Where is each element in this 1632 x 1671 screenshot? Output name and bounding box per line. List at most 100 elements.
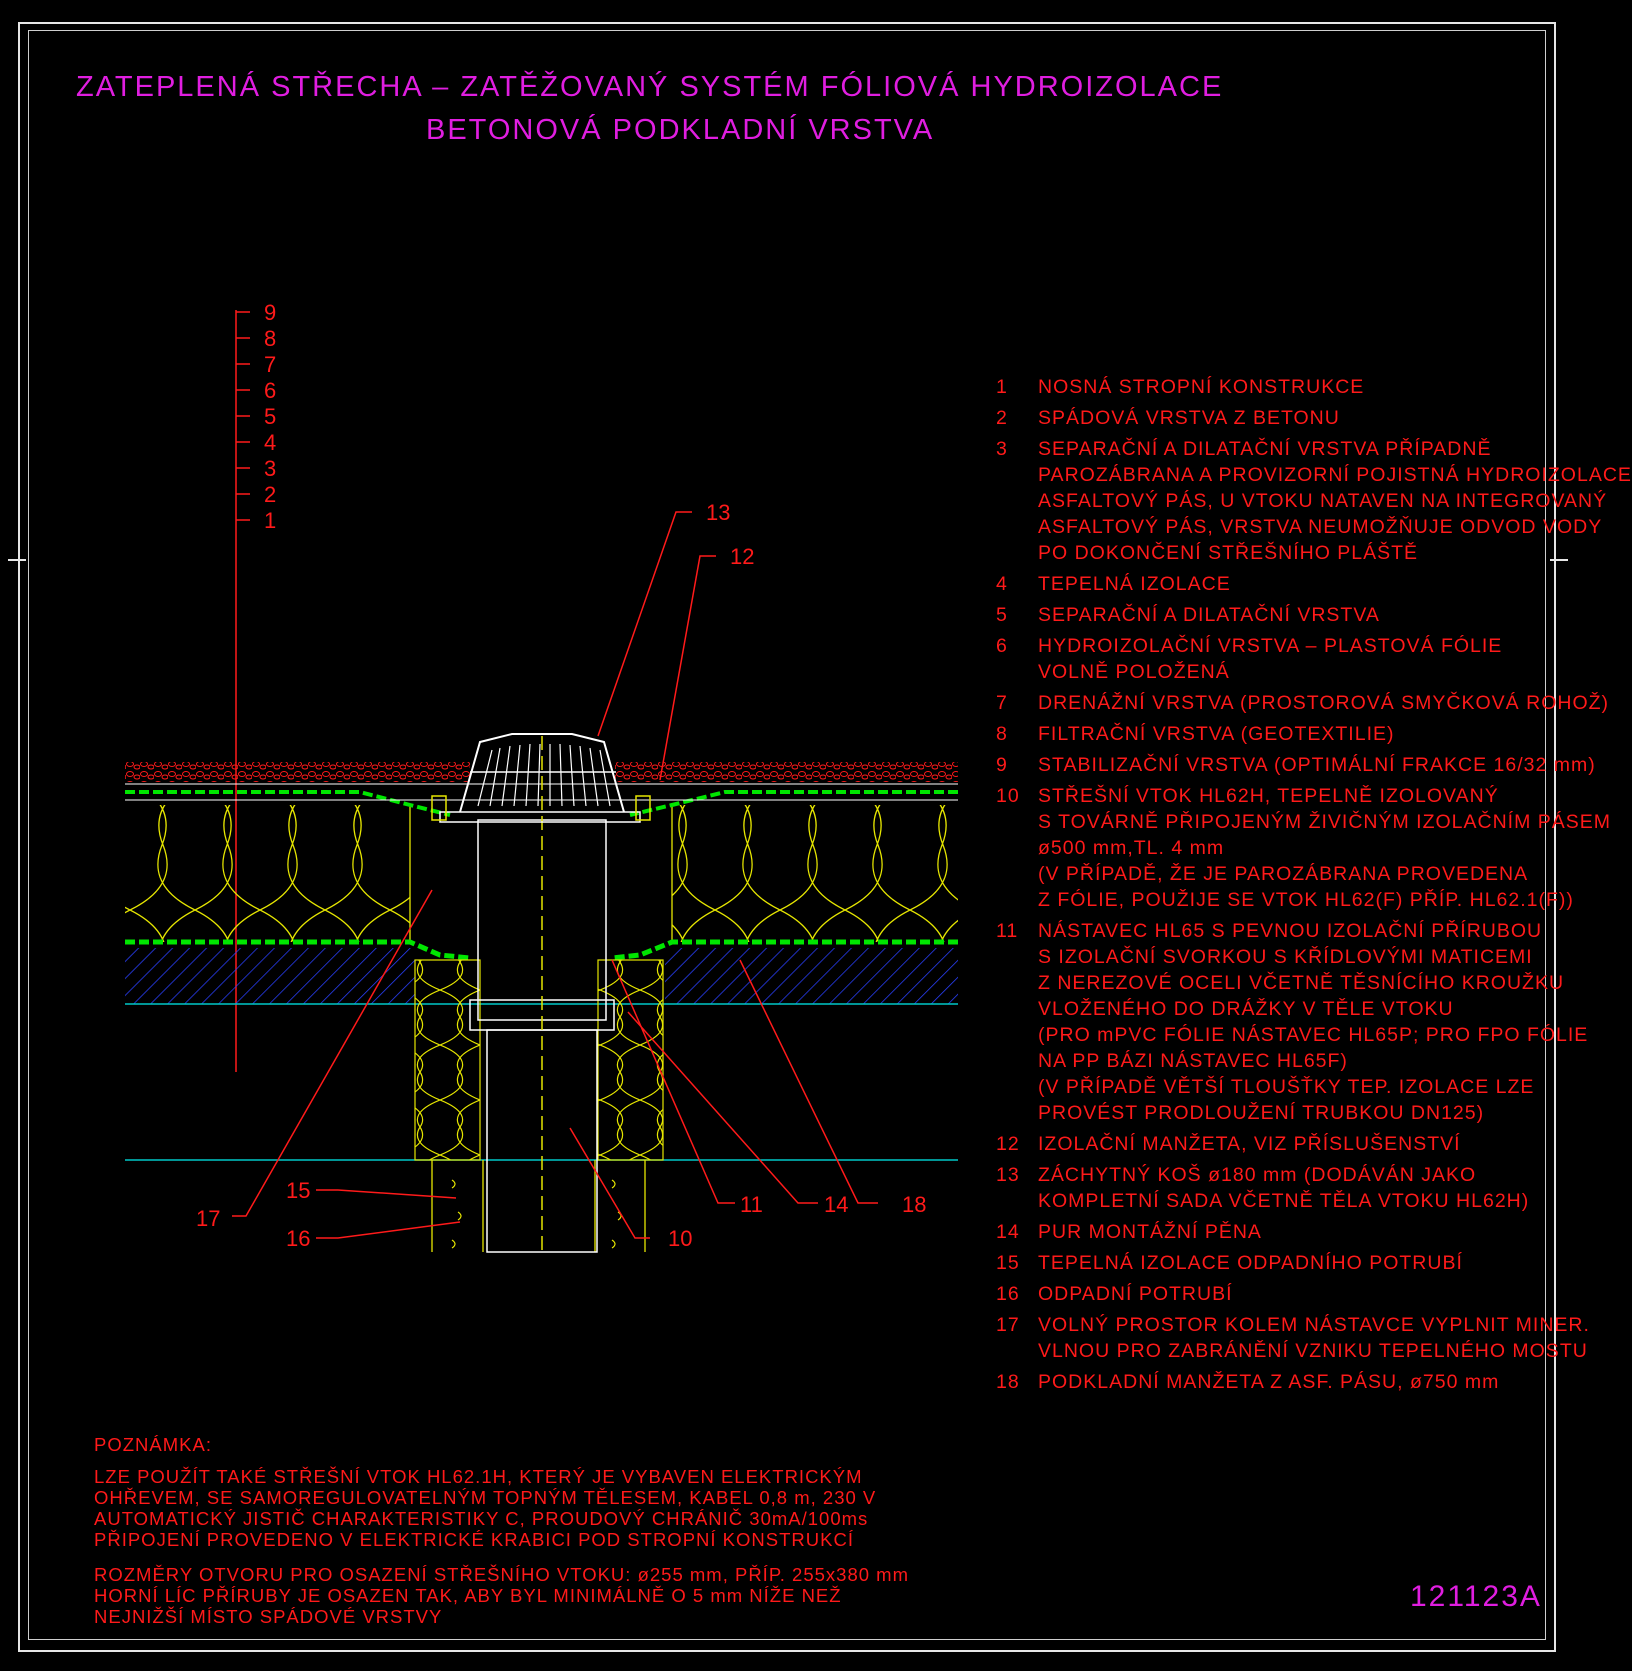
callout-16: 16 xyxy=(286,1226,310,1251)
wing-nut-left xyxy=(431,795,447,821)
frame-tick-right xyxy=(1550,559,1568,561)
legend-num: 14 xyxy=(996,1221,1020,1243)
insulation-right xyxy=(672,805,958,942)
legend-num: 2 xyxy=(996,407,1008,429)
legend-num: 8 xyxy=(996,723,1008,745)
layer-scale: 9 8 7 6 5 4 3 2 1 xyxy=(235,300,276,1072)
roof-drain xyxy=(431,733,651,1253)
legend-num: 4 xyxy=(996,573,1008,595)
legend-item: 6 HYDROIZOLAČNÍ VRSTVA – PLASTOVÁ FÓLIE V… xyxy=(996,633,1556,685)
legend-num: 13 xyxy=(996,1164,1020,1186)
legend-num: 3 xyxy=(996,438,1008,460)
legend-item: 16 ODPADNÍ POTRUBÍ xyxy=(996,1281,1556,1307)
callout-13: 13 xyxy=(706,500,730,525)
legend-item: 3 SEPARAČNÍ A DILATAČNÍ VRSTVA PŘÍPADNĚ P… xyxy=(996,436,1632,566)
legend-text: SEPARAČNÍ A DILATAČNÍ VRSTVA xyxy=(1038,604,1380,626)
legend-text: TEPELNÁ IZOLACE ODPADNÍHO POTRUBÍ xyxy=(1038,1252,1463,1274)
legend-text: NÁSTAVEC HL65 S PEVNOU IZOLAČNÍ PŘÍRUBOU… xyxy=(1038,920,1589,1124)
callout-10: 10 xyxy=(668,1226,692,1251)
concrete-hatch-right xyxy=(665,948,958,1004)
legend-text: IZOLAČNÍ MANŽETA, VIZ PŘÍSLUŠENSTVÍ xyxy=(1038,1133,1461,1155)
legend-text: DRENÁŽNÍ VRSTVA (PROSTOROVÁ SMYČKOVÁ ROH… xyxy=(1038,692,1610,714)
legend-text: PODKLADNÍ MANŽETA Z ASF. PÁSU, ø750 mm xyxy=(1038,1371,1500,1393)
legend-item: 15 TEPELNÁ IZOLACE ODPADNÍHO POTRUBÍ xyxy=(996,1250,1556,1276)
callout-14: 14 xyxy=(824,1192,848,1217)
legend-num: 10 xyxy=(996,785,1020,807)
legend: 1 NOSNÁ STROPNÍ KONSTRUKCE 2 SPÁDOVÁ VRSTV… xyxy=(996,374,1632,1400)
legend-num: 9 xyxy=(996,754,1008,776)
legend-item: 4 TEPELNÁ IZOLACE xyxy=(996,571,1556,597)
legend-num: 6 xyxy=(996,635,1008,657)
legend-num: 7 xyxy=(996,692,1008,714)
note-paragraph-2: ROZMĚRY OTVORU PRO OSAZENÍ STŘEŠNÍHO VTO… xyxy=(94,1564,909,1627)
insulation-left xyxy=(125,805,410,942)
legend-item: 12 IZOLAČNÍ MANŽETA, VIZ PŘÍSLUŠENSTVÍ xyxy=(996,1131,1556,1157)
title-line-2: BETONOVÁ PODKLADNÍ VRSTVA xyxy=(426,114,935,146)
note-heading: POZNÁMKA: xyxy=(94,1434,212,1455)
legend-num: 5 xyxy=(996,604,1008,626)
legend-num: 18 xyxy=(996,1371,1020,1393)
pipe-insulation xyxy=(414,959,664,1252)
legend-num: 12 xyxy=(996,1133,1020,1155)
title-line-1: ZATEPLENÁ STŘECHA – ZATĚŽOVANÝ SYSTÉM FÓ… xyxy=(76,71,1224,103)
layer-scale-ticks xyxy=(236,311,250,521)
layer-scale-label: 7 xyxy=(264,352,276,377)
layer-scale-label: 1 xyxy=(264,508,276,533)
legend-text: ZÁCHYTNÝ KOŠ ø180 mm (DODÁVÁN JAKO KOMPL… xyxy=(1038,1164,1530,1212)
layer-scale-label: 2 xyxy=(264,482,276,507)
legend-item: 5 SEPARAČNÍ A DILATAČNÍ VRSTVA xyxy=(996,602,1556,628)
legend-item: 1 NOSNÁ STROPNÍ KONSTRUKCE xyxy=(996,374,1556,400)
legend-item: 8 FILTRAČNÍ VRSTVA (GEOTEXTILIE) xyxy=(996,721,1556,747)
drawing-frame-outer xyxy=(18,22,1556,1652)
layer-scale-label: 8 xyxy=(264,326,276,351)
leader-lines xyxy=(232,511,878,1239)
legend-text: VOLNÝ PROSTOR KOLEM NÁSTAVCE VYPLNIT MIN… xyxy=(1038,1314,1590,1362)
thermal-insulation-layer xyxy=(125,805,958,942)
layer-scale-label: 4 xyxy=(264,430,276,455)
legend-item: 9 STABILIZAČNÍ VRSTVA (OPTIMÁLNÍ FRAKCE 1… xyxy=(996,752,1596,778)
legend-num: 15 xyxy=(996,1252,1020,1274)
concrete-hatch-left xyxy=(125,948,415,1004)
legend-item: 18 PODKLADNÍ MANŽETA Z ASF. PÁSU, ø750 mm xyxy=(996,1369,1556,1395)
callout-11: 11 xyxy=(740,1192,763,1217)
legend-text: SPÁDOVÁ VRSTVA Z BETONU xyxy=(1038,407,1340,429)
legend-item: 17 VOLNÝ PROSTOR KOLEM NÁSTAVCE VYPLNIT M… xyxy=(996,1312,1590,1364)
roof-drain-section-drawing: 9 8 7 6 5 4 3 2 1 xyxy=(125,300,958,1253)
callout-15: 15 xyxy=(286,1178,310,1203)
legend-text: SEPARAČNÍ A DILATAČNÍ VRSTVA PŘÍPADNĚ PA… xyxy=(1038,438,1632,564)
drawing-frame-inner xyxy=(28,30,1546,1640)
layer-scale-label: 9 xyxy=(264,300,276,325)
legend-text: STŘEŠNÍ VTOK HL62H, TEPELNĚ IZOLOVANÝ S … xyxy=(1038,785,1612,911)
legend-text: FILTRAČNÍ VRSTVA (GEOTEXTILIE) xyxy=(1038,723,1395,745)
frame-tick-left xyxy=(8,559,26,561)
legend-text: HYDROIZOLAČNÍ VRSTVA – PLASTOVÁ FÓLIE VO… xyxy=(1038,635,1503,683)
legend-text: ODPADNÍ POTRUBÍ xyxy=(1038,1283,1233,1305)
leaf-guard-outline xyxy=(459,733,625,813)
legend-num: 17 xyxy=(996,1314,1020,1336)
legend-item: 10 STŘEŠNÍ VTOK HL62H, TEPELNĚ IZOLOVANÝ … xyxy=(996,783,1612,913)
callout-18: 18 xyxy=(902,1192,926,1217)
legend-text: TEPELNÁ IZOLACE xyxy=(1038,573,1231,595)
legend-item: 14 PUR MONTÁŽNÍ PĚNA xyxy=(996,1219,1556,1245)
layer-scale-label: 3 xyxy=(264,456,276,481)
leaf-guard-slats xyxy=(477,743,611,807)
legend-item: 2 SPÁDOVÁ VRSTVA Z BETONU xyxy=(996,405,1556,431)
legend-num: 1 xyxy=(996,376,1008,398)
legend-item: 7 DRENÁŽNÍ VRSTVA (PROSTOROVÁ SMYČKOVÁ RO… xyxy=(996,690,1610,716)
callout-17: 17 xyxy=(196,1206,220,1231)
legend-num: 16 xyxy=(996,1283,1020,1305)
legend-text: PUR MONTÁŽNÍ PĚNA xyxy=(1038,1221,1262,1243)
drain-flange xyxy=(439,811,641,823)
drawing-code: 121123A xyxy=(1410,1580,1542,1613)
note-paragraph-1: LZE POUŽÍT TAKÉ STŘEŠNÍ VTOK HL62.1H, KT… xyxy=(94,1466,877,1550)
legend-num: 11 xyxy=(996,920,1019,942)
wing-nut-right xyxy=(635,795,651,821)
legend-text: STABILIZAČNÍ VRSTVA (OPTIMÁLNÍ FRAKCE 16… xyxy=(1038,754,1596,776)
layer-scale-label: 6 xyxy=(264,378,276,403)
layer-scale-label: 5 xyxy=(264,404,276,429)
callout-12: 12 xyxy=(730,544,754,569)
gravel-ballast xyxy=(125,762,958,782)
legend-item: 13 ZÁCHYTNÝ KOŠ ø180 mm (DODÁVÁN JAKO KOM… xyxy=(996,1162,1556,1214)
legend-text: NOSNÁ STROPNÍ KONSTRUKCE xyxy=(1038,376,1365,398)
legend-item: 11 NÁSTAVEC HL65 S PEVNOU IZOLAČNÍ PŘÍRUB… xyxy=(996,918,1589,1126)
